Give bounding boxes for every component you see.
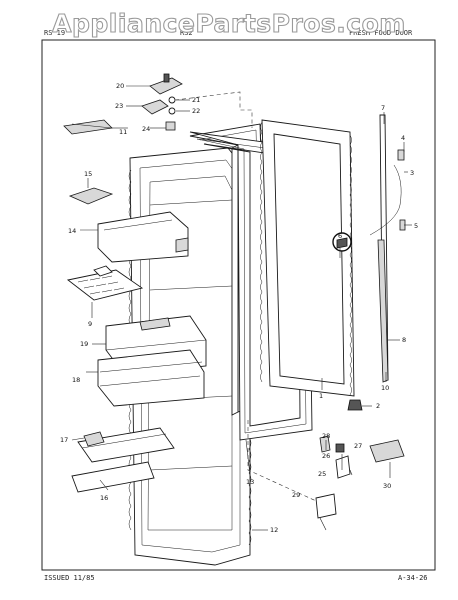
diagram-frame [41, 39, 436, 571]
watermark-text: AppliancePartsPros.com [52, 9, 406, 38]
callout-3: 3 [410, 169, 414, 177]
hinge-alignment-line-bottom [247, 420, 326, 506]
callout-28: 28 [322, 432, 330, 440]
callout-22: 22 [192, 107, 200, 115]
callout-1: 1 [319, 392, 323, 400]
outer-door-frame [260, 119, 355, 397]
leader-lines [71, 85, 412, 531]
callout-29: 29 [292, 491, 300, 499]
callout-7: 7 [381, 104, 385, 112]
callout-10: 10 [381, 384, 389, 392]
callout-11: 11 [119, 128, 127, 136]
door-shelf-bin [97, 349, 205, 407]
callout-16: 16 [100, 494, 108, 502]
butter-door-clip [68, 187, 114, 205]
callout-2: 2 [376, 402, 380, 410]
callout-15: 15 [84, 170, 92, 178]
callout-5: 5 [414, 222, 418, 230]
callout-26: 26 [322, 452, 330, 460]
header-center-code: RS2 [180, 29, 193, 37]
dairy-compartment-door [97, 211, 189, 263]
callout-25: 25 [318, 470, 326, 478]
top-hinge-parts [141, 73, 183, 131]
callout-30: 30 [383, 482, 391, 490]
callout-9: 9 [88, 320, 92, 328]
bottom-shelf-rail [77, 427, 175, 463]
hinge-alignment-line-top [174, 91, 253, 128]
callout-18: 18 [72, 376, 80, 384]
issued-date: ISSUED 11/85 [44, 574, 95, 582]
callout-13: 13 [246, 478, 254, 486]
rail-end-clip [83, 431, 105, 447]
egg-tray [66, 265, 144, 301]
page-code: A-34-26 [398, 574, 428, 582]
callout-20: 20 [116, 82, 124, 90]
callout-6: 6 [338, 232, 342, 240]
top-shelf-bracket [63, 119, 113, 135]
callout-21: 21 [192, 96, 200, 104]
header-title: FRESH FOOD DOOR [349, 29, 413, 37]
handle-end-cap [332, 232, 352, 252]
callout-12: 12 [270, 526, 278, 534]
bottom-trim-strip [71, 461, 155, 493]
callout-24: 24 [142, 125, 150, 133]
header-left-code: RS 19 [44, 29, 65, 37]
hinge-nut [347, 399, 363, 411]
callout-4: 4 [401, 134, 405, 142]
callout-19: 19 [80, 340, 88, 348]
callout-8: 8 [402, 336, 406, 344]
handle-trim-strips [369, 114, 406, 383]
callout-17: 17 [60, 436, 68, 444]
callout-labels: 20 21 22 23 24 11 15 14 9 19 18 17 16 12… [60, 82, 418, 534]
callout-14: 14 [68, 227, 76, 235]
callout-27: 27 [354, 442, 362, 450]
callout-23: 23 [115, 102, 123, 110]
bottom-hinge-parts [315, 399, 405, 519]
